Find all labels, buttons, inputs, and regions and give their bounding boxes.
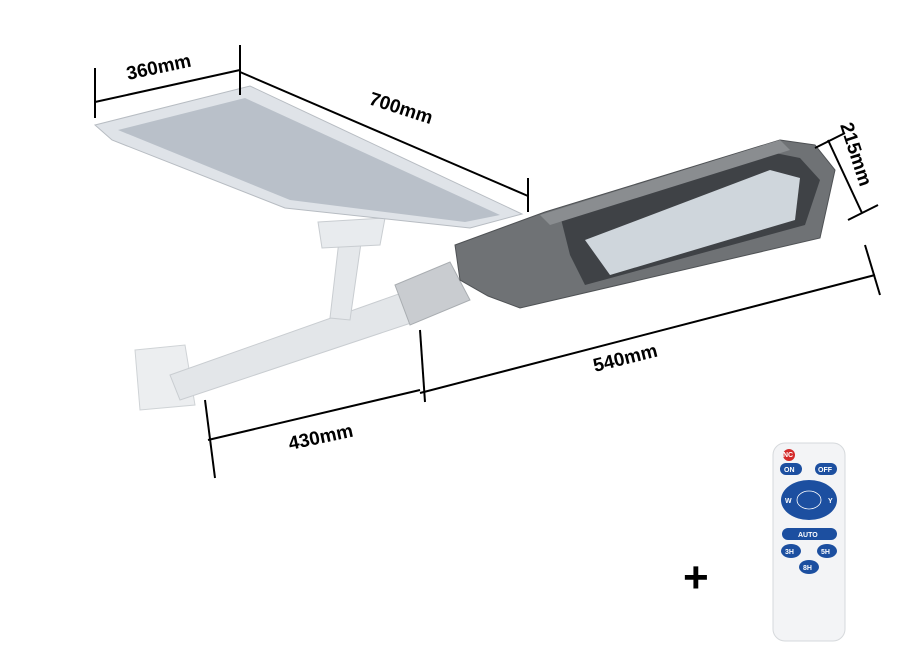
remote-button-5h: 5H [821,549,830,556]
lamp-head [454,139,836,309]
remote-button-auto: AUTO [798,532,818,539]
remote-button-on: ON [784,467,795,474]
solar-panel [93,85,524,229]
dimension-label-panel-length: 700mm [366,89,435,129]
remote-button-nc: NC [783,452,793,459]
dimension-lines [94,45,881,479]
plus-sign: + [683,553,709,602]
remote-button-3h: 3H [785,549,794,556]
remote-control: NC ON OFF W Y AUTO 3H 5H 8H [772,442,846,642]
dimension-label-arm-length: 430mm [287,421,355,455]
remote-button-off: OFF [818,467,833,474]
remote-button-w: W [785,498,792,505]
mounting-arm [134,217,471,411]
remote-button-y: Y [828,498,833,505]
remote-button-8h: 8H [803,565,812,572]
dimension-label-panel-width: 360mm [125,51,193,85]
dimension-label-lamp-width: 215mm [835,120,875,189]
